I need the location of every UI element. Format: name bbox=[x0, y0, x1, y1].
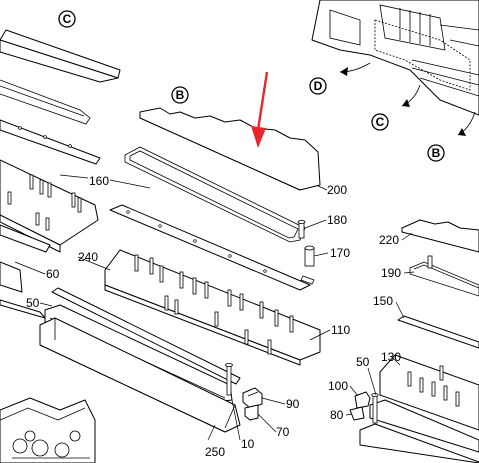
strip-150 bbox=[397, 315, 479, 349]
machine-frame-top-right bbox=[311, 0, 479, 116]
part-label-70: 70 bbox=[276, 425, 290, 439]
leader-lines bbox=[14, 174, 415, 441]
rail-left-partial bbox=[0, 261, 46, 319]
callout-b-mid: B bbox=[171, 86, 189, 104]
spacer-170 bbox=[304, 245, 315, 267]
rail-50-right bbox=[369, 399, 479, 453]
part-label-60: 60 bbox=[46, 267, 60, 281]
base-beam-250 bbox=[39, 317, 241, 433]
screw-10 bbox=[225, 362, 233, 396]
pin-small bbox=[300, 275, 315, 285]
part-label-50-right: 50 bbox=[356, 355, 370, 369]
part-label-80: 80 bbox=[330, 408, 344, 422]
screw-right bbox=[371, 393, 379, 424]
bracket-90 bbox=[242, 387, 263, 409]
part-label-250: 250 bbox=[205, 445, 225, 459]
base-plate-110 bbox=[104, 249, 321, 366]
clip-70 bbox=[244, 404, 259, 421]
part-label-50-left: 50 bbox=[26, 296, 40, 310]
callout-c-right-text: C bbox=[376, 115, 385, 129]
part-label-220: 220 bbox=[379, 233, 399, 247]
part-label-10: 10 bbox=[241, 437, 255, 451]
clip-80 bbox=[349, 406, 365, 421]
part-label-150: 150 bbox=[373, 294, 393, 308]
base-plate-left-partial bbox=[0, 159, 99, 253]
part-label-100: 100 bbox=[328, 379, 348, 393]
callout-b-right-text: B bbox=[432, 146, 441, 160]
part-label-90: 90 bbox=[286, 397, 300, 411]
callout-c-top-text: C bbox=[63, 12, 72, 26]
arrow-c bbox=[401, 84, 421, 107]
callout-b-right: B bbox=[427, 144, 445, 162]
callout-d-right-text: D bbox=[314, 79, 323, 93]
part-label-180: 180 bbox=[327, 213, 347, 227]
part-label-130: 130 bbox=[381, 350, 401, 364]
part-label-240: 240 bbox=[78, 250, 98, 264]
part-label-110: 110 bbox=[331, 323, 350, 337]
arrow-b bbox=[457, 111, 476, 136]
part-label-160: 160 bbox=[89, 174, 109, 188]
red-arrow-indicator bbox=[251, 71, 269, 148]
cover-plate-c-top-left bbox=[0, 29, 121, 165]
arrow-d bbox=[339, 62, 371, 76]
parts-box-bottom-left bbox=[0, 397, 96, 463]
beam-right-bottom bbox=[359, 423, 479, 463]
part-label-200: 200 bbox=[327, 183, 347, 197]
callout-d-right: D bbox=[309, 77, 327, 95]
callout-c-right: C bbox=[371, 113, 389, 131]
bracket-100 bbox=[354, 391, 371, 409]
bolt-180 bbox=[297, 219, 306, 239]
cover-plate-200 bbox=[139, 107, 321, 191]
cover-plate-220 bbox=[401, 219, 479, 253]
part-label-170: 170 bbox=[330, 246, 350, 260]
part-label-190: 190 bbox=[381, 266, 401, 280]
strip-flange bbox=[109, 204, 311, 291]
callout-b-mid-text: B bbox=[176, 88, 185, 102]
seal-gasket-190 bbox=[409, 255, 479, 297]
seal-gasket-160 bbox=[124, 146, 306, 243]
rail-60 bbox=[51, 287, 241, 385]
callout-c-top: C bbox=[58, 10, 76, 28]
